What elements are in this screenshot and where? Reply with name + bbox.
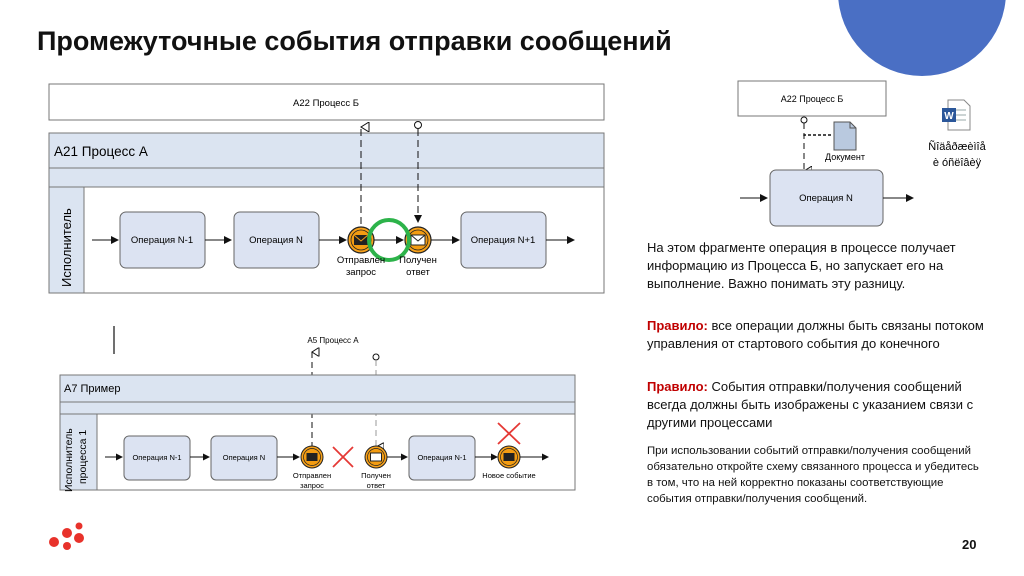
- highlight-circle: [367, 218, 411, 262]
- rule-label: Правило:: [647, 379, 708, 394]
- rule-2-text: События отправки/получения сообщений все…: [647, 379, 974, 430]
- rule-label: Правило:: [647, 318, 708, 333]
- rule-2: Правило: События отправки/получения сооб…: [647, 378, 987, 432]
- diagram-process-a: А22 Процесс Б А21 Процесс А Исполнитель …: [48, 83, 605, 294]
- word-document-icon[interactable]: W: [942, 99, 971, 131]
- task-operation-n: [210, 435, 278, 481]
- page-number: 20: [962, 537, 977, 552]
- rule-1-text: все операции должны быть связаны потоком…: [647, 318, 984, 351]
- lane-header: [48, 186, 85, 294]
- slide-title: Промежуточные события отправки сообщений: [37, 26, 672, 56]
- task-label: Операция N-1: [417, 453, 466, 462]
- pool-process-a-label: А21 Процесс А: [54, 144, 148, 159]
- diagram-example: А5 Процесс А А7 Пример Исполнитель проце…: [59, 326, 576, 492]
- envelope-icon: [306, 453, 318, 461]
- paragraph-note: При использовании событий отправки/получ…: [647, 445, 979, 505]
- pool-process-b: [737, 80, 887, 117]
- task-label: Операция N: [223, 453, 265, 462]
- task-operation-n-1: [123, 435, 191, 481]
- receive-event-label: ответ: [367, 481, 386, 490]
- paragraph-intro: На этом фрагменте операция в процессе по…: [647, 240, 956, 291]
- lane-label: Исполнитель: [59, 208, 74, 287]
- receive-event: [364, 445, 388, 469]
- receive-event: [404, 226, 432, 254]
- receive-event-label: Получен: [361, 471, 391, 480]
- envelope-icon: [370, 452, 382, 462]
- send-event-label: Отправлен: [293, 471, 331, 480]
- task-label: Операция N+1: [471, 235, 536, 246]
- word-document-label: è óñëîâèÿ: [933, 157, 982, 169]
- send-event-label: Отправлен: [337, 255, 385, 266]
- task-label: Операция N: [799, 193, 853, 204]
- cross-icon: [332, 446, 354, 468]
- document-icon: [833, 121, 857, 151]
- envelope-icon: [410, 234, 426, 246]
- receive-event-label: ответ: [406, 267, 430, 278]
- pool-process-b: [48, 83, 605, 121]
- new-event: [497, 445, 521, 469]
- lane-label: процесса 1: [77, 430, 89, 484]
- send-event-label: запрос: [300, 481, 324, 490]
- word-document-label: Ñîäåðæèìîå: [928, 140, 986, 153]
- pool-process-b-label: А22 Процесс Б: [781, 94, 844, 104]
- task-operation-n-1-second: [408, 435, 476, 481]
- diagram-process-b-document: А22 Процесс Б Документ Операция N W Ñîäå…: [737, 80, 987, 227]
- pool-top-label: А5 Процесс А: [307, 336, 359, 345]
- task-label: Операция N-1: [132, 453, 181, 462]
- cross-icon: [497, 422, 521, 445]
- receive-event-label: Получен: [399, 255, 437, 266]
- task-label: Операция N-1: [131, 235, 193, 246]
- envelope-icon: [353, 234, 369, 245]
- envelope-icon: [503, 453, 515, 461]
- pool-example-label: А7 Пример: [64, 383, 120, 395]
- lane-header: [59, 413, 98, 491]
- new-event-label: Новое событие: [482, 471, 535, 480]
- svg-text:W: W: [944, 111, 954, 122]
- pool-example-header: [59, 374, 576, 403]
- pool-process-b-label: А22 Процесс Б: [293, 98, 359, 109]
- pool-process-a-header: [48, 132, 605, 169]
- task-label: Операция N: [249, 235, 303, 246]
- logo-dots: [49, 522, 84, 550]
- decorative-circle: [838, 0, 1006, 76]
- pool-band: [48, 167, 605, 188]
- rule-1: Правило: все операции должны быть связан…: [647, 317, 987, 353]
- send-event-label: запрос: [346, 267, 376, 278]
- document-label: Документ: [825, 152, 865, 162]
- lane-label: Исполнитель: [63, 428, 75, 492]
- send-event: [300, 445, 324, 469]
